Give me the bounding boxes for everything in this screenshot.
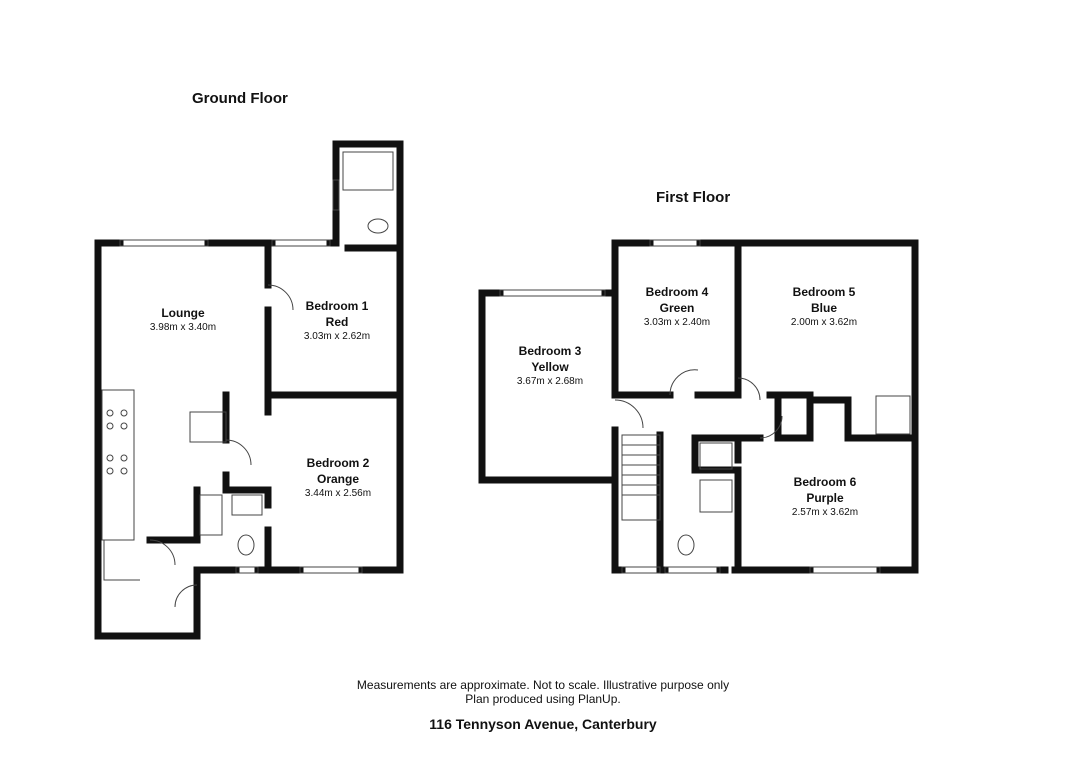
room-dimensions: 3.03m x 2.40m: [643, 317, 711, 328]
first-floor-heading: First Floor: [656, 189, 731, 206]
room-label-bedroom-5: Bedroom 5 Blue 2.00m x 3.62m: [791, 284, 857, 330]
room-dimensions: 3.03m x 2.62m: [303, 331, 371, 342]
room-name: Bedroom 6: [793, 475, 857, 489]
room-dimensions: 3.67m x 2.68m: [516, 376, 584, 387]
room-colour: Yellow: [531, 360, 569, 374]
disclaimer-line-1: Measurements are approximate. Not to sca…: [356, 678, 730, 692]
room-dimensions: 2.57m x 3.62m: [791, 507, 859, 518]
room-colour: Orange: [316, 472, 359, 486]
property-address: 116 Tennyson Avenue, Canterbury: [429, 716, 657, 732]
room-name: Bedroom 1: [305, 299, 369, 313]
ground-floor-heading: Ground Floor: [192, 90, 288, 107]
room-name: Bedroom 4: [645, 285, 709, 299]
room-label-bedroom-6: Bedroom 6 Purple 2.57m x 3.62m: [792, 474, 858, 520]
first-floor-walls: [478, 239, 919, 574]
room-label-bedroom-3: Bedroom 3 Yellow 3.67m x 2.68m: [517, 343, 583, 389]
room-label-bedroom-2: Bedroom 2 Orange 3.44m x 2.56m: [305, 455, 371, 501]
room-label-bedroom-1: Bedroom 1 Red 3.03m x 2.62m: [304, 298, 370, 344]
room-colour: Green: [659, 301, 695, 315]
room-dimensions: 3.98m x 3.40m: [149, 322, 217, 333]
ground-floor-walls: [94, 140, 404, 640]
room-label-bedroom-4: Bedroom 4 Green 3.03m x 2.40m: [644, 284, 710, 330]
room-colour: Blue: [810, 301, 837, 315]
room-name: Bedroom 2: [306, 456, 370, 470]
room-name: Lounge: [161, 306, 205, 320]
room-colour: Purple: [806, 491, 844, 505]
room-name: Bedroom 3: [518, 344, 582, 358]
room-colour: Red: [325, 315, 349, 329]
disclaimer-line-2: Plan produced using PlanUp.: [465, 692, 621, 706]
fixtures: [101, 151, 911, 608]
room-dimensions: 3.44m x 2.56m: [304, 488, 372, 499]
room-label-lounge: Lounge 3.98m x 3.40m: [150, 305, 216, 335]
room-name: Bedroom 5: [792, 285, 856, 299]
room-dimensions: 2.00m x 3.62m: [790, 317, 858, 328]
